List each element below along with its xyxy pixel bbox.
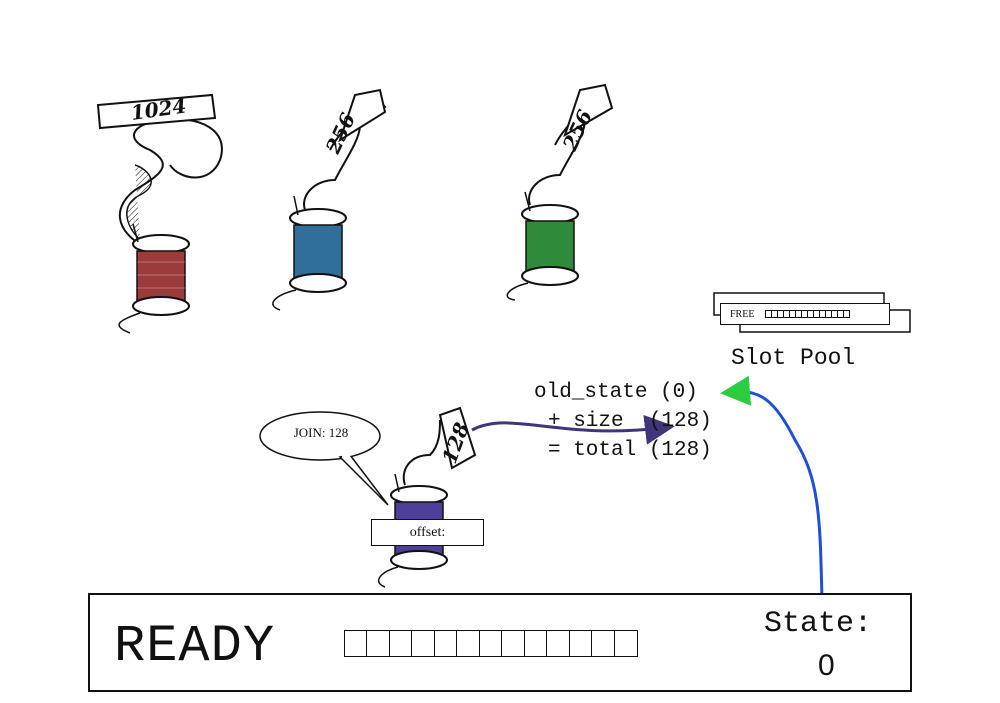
progress-cell	[501, 630, 525, 657]
progress-cell	[433, 630, 458, 657]
slot-card-free-label: FREE	[730, 308, 755, 320]
state-label: State:	[764, 607, 873, 641]
state-value: 0	[818, 649, 835, 682]
progress-cell	[546, 630, 570, 657]
progress-cell	[613, 630, 638, 657]
state-arrow	[720, 375, 824, 601]
size-arrow	[471, 414, 675, 445]
spool-1024: 1024	[96, 93, 223, 334]
progress-cells	[343, 630, 638, 657]
spool-256-green: 256	[506, 83, 614, 301]
equation-size: + size (128)	[548, 410, 712, 433]
progress-cell	[591, 630, 615, 657]
status-panel: READY State: 0	[88, 593, 912, 692]
progress-cell	[478, 630, 503, 657]
progress-cell	[343, 630, 368, 657]
progress-cell	[456, 630, 480, 657]
slot-pool-label: Slot Pool	[731, 345, 856, 371]
slot-card-cell	[843, 310, 851, 318]
join-bubble-text: JOIN: 128	[293, 425, 349, 440]
progress-cell	[523, 630, 548, 657]
slot-pool-card: FREE	[720, 303, 890, 325]
equation-old-state: old_state (0)	[534, 381, 698, 404]
slot-card-cells	[765, 310, 851, 318]
join-speech-bubble	[259, 411, 389, 506]
progress-cell	[568, 630, 593, 657]
offset-label: offset:	[409, 524, 446, 540]
progress-cell	[366, 630, 390, 657]
equation-total: = total (128)	[548, 439, 712, 462]
spool-128-active: 128	[377, 406, 477, 588]
status-word: READY	[114, 617, 276, 676]
progress-cell	[388, 630, 413, 657]
progress-cell	[411, 630, 435, 657]
spool-256-blue: 256	[272, 88, 387, 311]
offset-box: offset:	[371, 519, 484, 546]
